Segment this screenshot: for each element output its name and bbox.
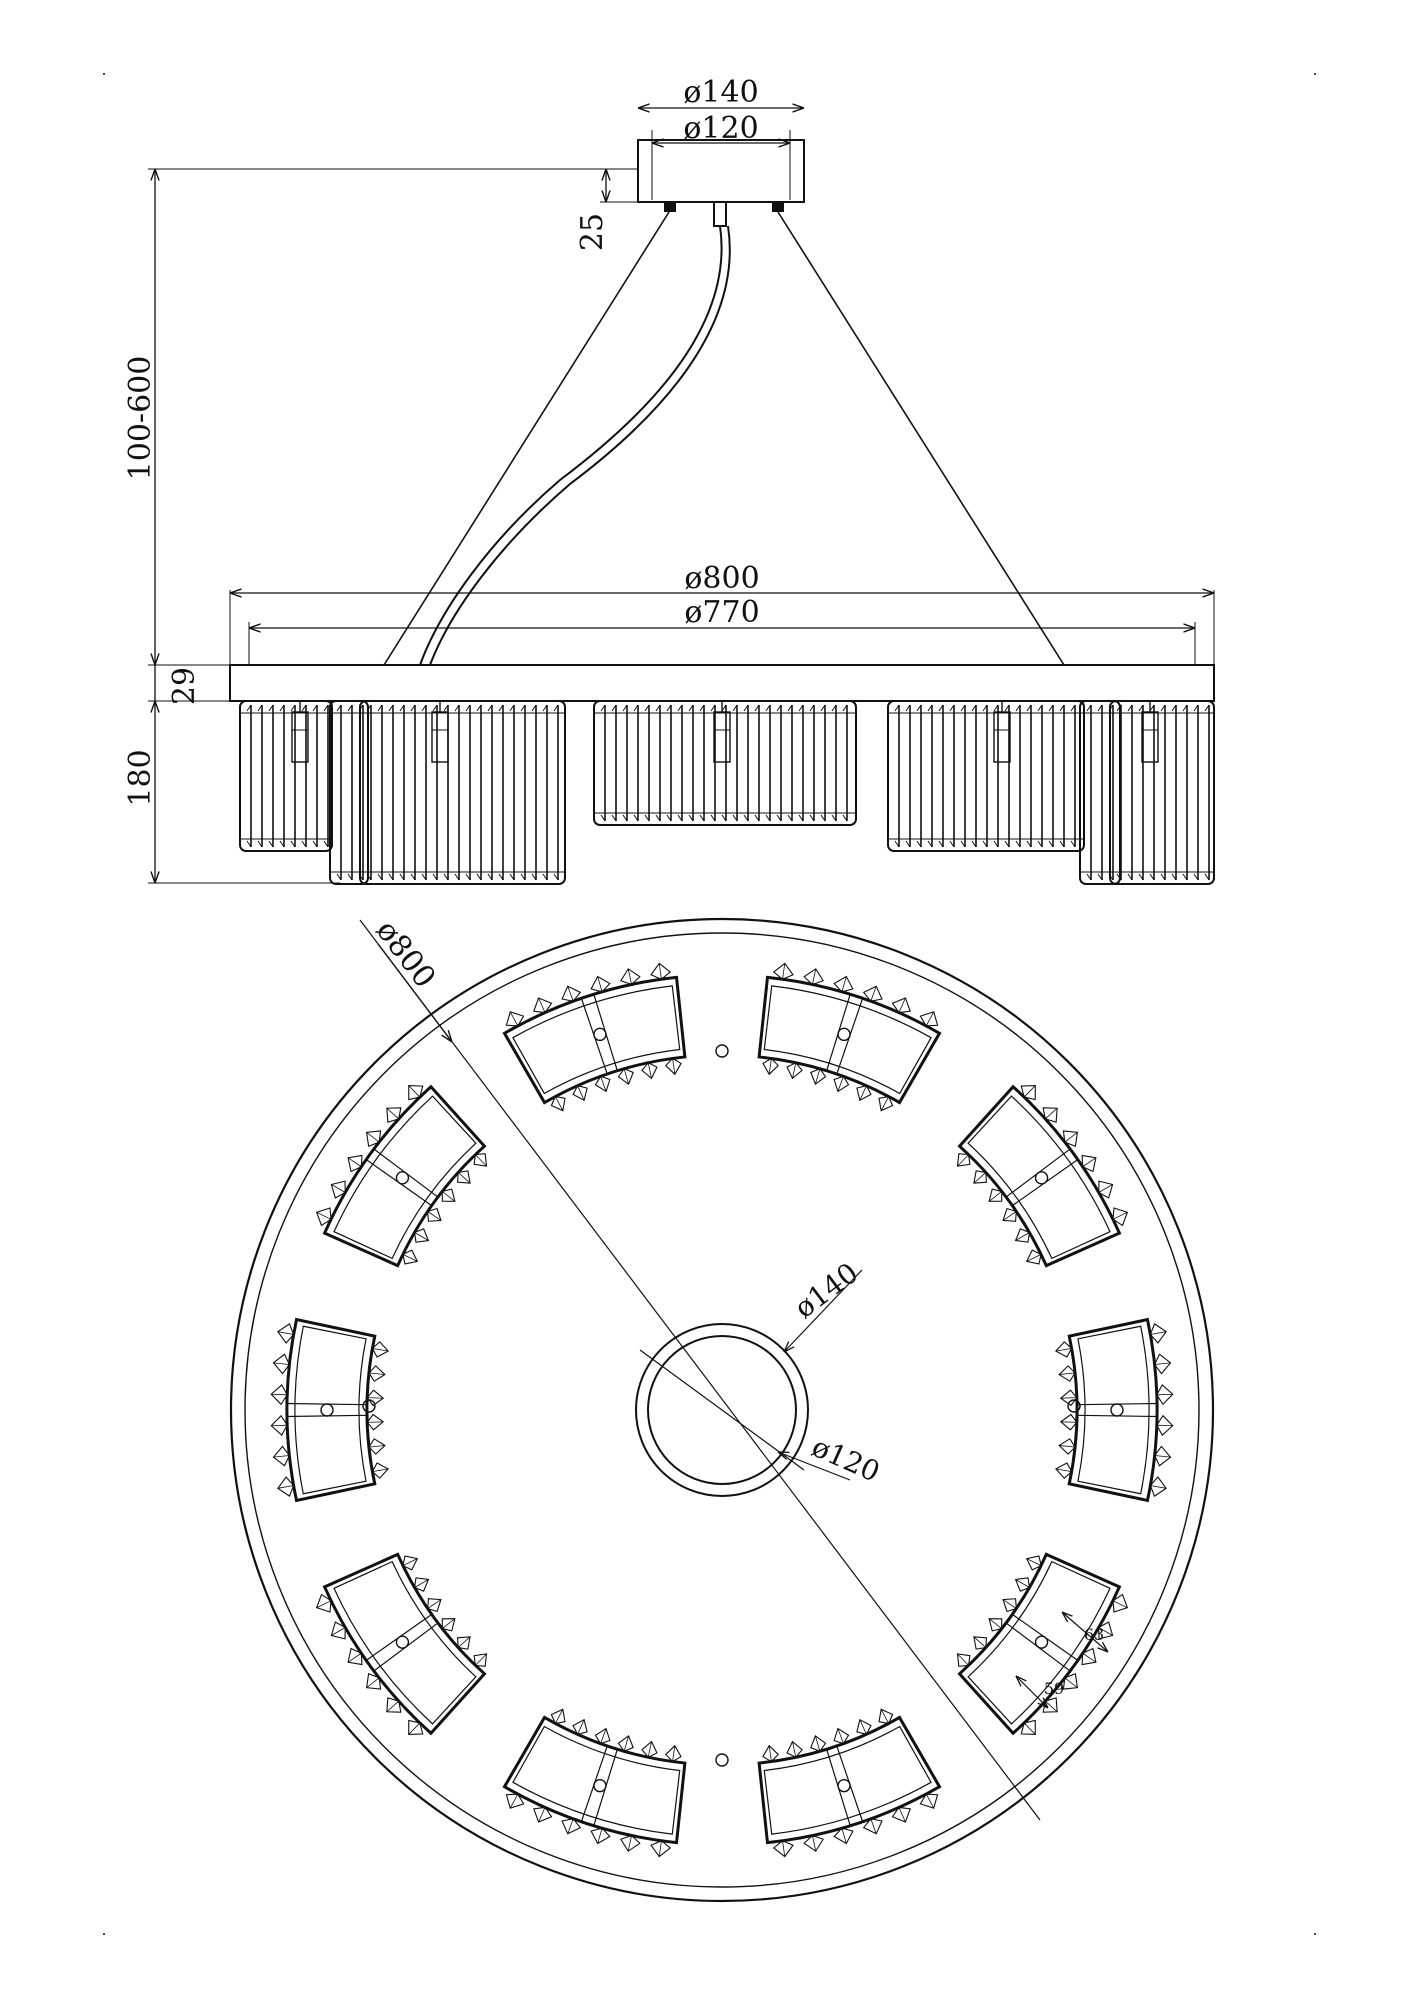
ring-inner-diameter-label: ø770 xyxy=(684,595,759,630)
suspension-length-dimension: 100-600 xyxy=(123,168,600,665)
shade-side-6 xyxy=(1079,700,1121,885)
suspension-length-label: 100-600 xyxy=(123,356,158,481)
shade-side-5 xyxy=(887,700,1085,852)
shade-width-inner-label: 59 xyxy=(1044,1679,1064,1698)
canopy-outer-diameter-label: ø140 xyxy=(683,75,758,110)
shade-top-7 xyxy=(315,1552,488,1736)
canopy-dimensions: ø140 ø120 25 xyxy=(575,75,804,251)
shade-side-2 xyxy=(329,700,369,885)
canopy-height-label: 25 xyxy=(575,213,610,251)
shade-top-6 xyxy=(502,1708,687,1858)
top-canopy-outer-diameter-label: ø140 xyxy=(788,1256,864,1325)
ring-dimensions: ø800 ø770 xyxy=(229,561,1215,665)
top-diameter-dimension: ø800 xyxy=(359,914,1041,1821)
bulb-holder-1 xyxy=(291,702,309,763)
canopy-inner-diameter-label: ø120 xyxy=(683,111,758,146)
bulb-holder-4 xyxy=(993,702,1011,763)
shade-side-1 xyxy=(239,700,333,852)
top-outer-diameter-label: ø800 xyxy=(369,914,443,995)
shade-side-7 xyxy=(1109,700,1215,885)
crystal-shades-side xyxy=(239,700,1215,885)
shade-top-5 xyxy=(757,1708,942,1858)
shade-width-dimensions: 63 59 xyxy=(1016,1612,1108,1708)
top-view: ø800 ø140 ø120 63 59 xyxy=(229,914,1215,1903)
side-view: ø140 ø120 25 100-600 29 xyxy=(123,75,1215,885)
shade-height-label: 180 xyxy=(123,749,158,806)
shade-side-3 xyxy=(359,700,566,885)
ring-side: 29 xyxy=(148,664,1215,705)
top-canopy-inner-diameter-label: ø120 xyxy=(807,1430,885,1489)
bulb-holder-5 xyxy=(1141,702,1159,763)
shade-height-dimension: 180 xyxy=(123,701,340,884)
mounting-holes xyxy=(362,1044,1081,1767)
shade-top-8 xyxy=(270,1317,390,1503)
page-corner-marks xyxy=(103,73,1316,1935)
ring-outer-diameter-label: ø800 xyxy=(684,561,759,596)
inner-ring-circle xyxy=(244,932,1200,1888)
shade-top-10 xyxy=(502,962,687,1112)
bulb-holder-2 xyxy=(431,702,449,763)
shade-top-1 xyxy=(757,962,942,1112)
ring-height-label: 29 xyxy=(167,667,202,705)
canopy-inner-circle xyxy=(647,1335,797,1485)
shade-top-3 xyxy=(1054,1317,1174,1503)
shade-top-9 xyxy=(315,1084,488,1268)
bulb-holder-3 xyxy=(713,702,731,763)
canopy-outer-circle xyxy=(635,1323,809,1497)
canopy-top-dimensions: ø140 ø120 xyxy=(639,1256,885,1489)
shade-top-2 xyxy=(956,1084,1129,1268)
shade-top-4 xyxy=(956,1552,1129,1736)
shade-side-4 xyxy=(593,700,857,826)
shade-width-outer-label: 63 xyxy=(1084,1625,1104,1644)
outer-ring-circle xyxy=(229,917,1215,1903)
